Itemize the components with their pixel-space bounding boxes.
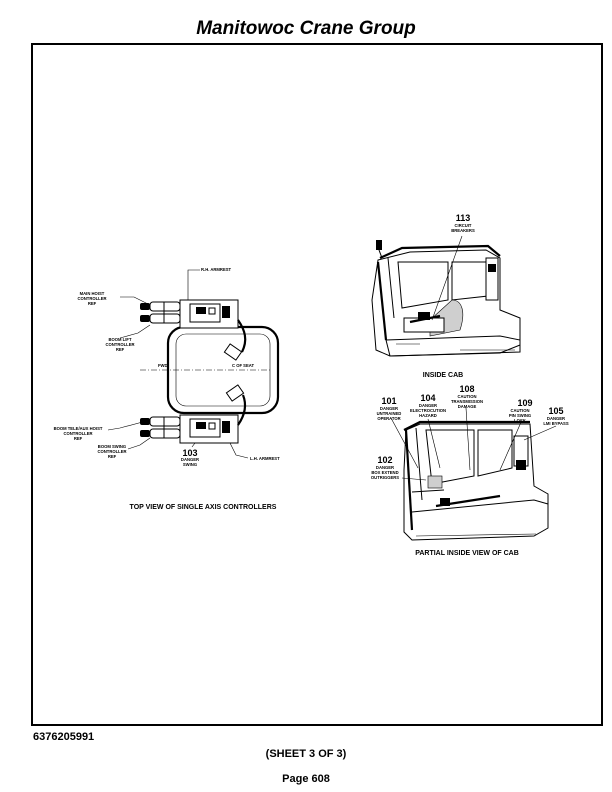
seat-centerline-label: C OF SEAT — [232, 363, 254, 368]
boom-lift-label-3: REF — [116, 347, 125, 352]
controllers-caption: TOP VIEW OF SINGLE AXIS CONTROLLERS — [130, 504, 277, 511]
decal-101-line-3: OPERATOR — [377, 416, 400, 421]
inside-cab-view: 113 CIRCUIT BREAKERS INSIDE CAB — [371, 213, 521, 379]
partial-cab-view: 101 DANGER UNTRAINED OPERATOR 104 DANGER… — [371, 384, 569, 557]
boom-tele-label-1: BOOM TELE/AUX HOIST — [54, 426, 103, 431]
drawing-frame — [31, 43, 603, 726]
decal-101-line-1: DANGER — [380, 406, 398, 411]
decal-109-line-3: LOCK — [514, 418, 526, 423]
boom-swing-label-1: BOOM SWING — [98, 444, 126, 449]
decal-101-line-2: UNTRAINED — [377, 411, 402, 416]
decal-102-number: 102 — [377, 455, 392, 465]
decal-108-line-2: TRANSMISSION — [451, 399, 483, 404]
decal-113-line-1: CIRCUIT — [455, 223, 472, 228]
decal-102-line-1: DANGER — [376, 465, 394, 470]
boom-lift-label-2: CONTROLLER — [105, 342, 134, 347]
decal-103-line-1: DANGER — [181, 457, 199, 462]
decal-108-number: 108 — [459, 384, 474, 394]
lh-armrest-label: L.H. ARMREST — [250, 456, 280, 461]
decal-102-line-2: BOX EXTEND — [371, 470, 398, 475]
decal-109-line-2: PIN SWING — [509, 413, 531, 418]
decal-105-line-2: LMI BYPASS — [543, 421, 568, 426]
decal-103-number: 103 — [182, 448, 197, 458]
decal-108-line-3: DAMAGE — [458, 404, 477, 409]
decal-113-line-2: BREAKERS — [451, 228, 475, 233]
decal-105-number: 105 — [548, 406, 563, 416]
boom-swing-label-2: CONTROLLER — [97, 449, 126, 454]
controllers-top-view: FWD C OF SEAT — [54, 267, 280, 511]
decal-104-line-3: HAZARD — [419, 413, 437, 418]
decal-109-number: 109 — [517, 398, 532, 408]
page-number: Page 608 — [282, 773, 330, 785]
decal-104-number: 104 — [420, 393, 435, 403]
decal-102-line-3: OUTRIGGERS — [371, 475, 399, 480]
main-hoist-label-1: MAIN HOIST — [80, 291, 105, 296]
boom-lift-label-1: BOOM LIFT — [108, 337, 131, 342]
decal-113-number: 113 — [456, 213, 471, 223]
decal-101-number: 101 — [381, 396, 396, 406]
decal-103-line-2: SWING — [183, 462, 197, 467]
sheet-indicator: (SHEET 3 OF 3) — [265, 748, 347, 760]
inside-cab-caption: INSIDE CAB — [423, 372, 463, 379]
boom-tele-label-2: CONTROLLER — [63, 431, 92, 436]
decal-104-line-2: ELECTROCUTION — [410, 408, 446, 413]
boom-swing-label-3: REF — [108, 454, 117, 459]
seat-fwd-label: FWD — [158, 363, 168, 368]
boom-tele-label-3: REF — [74, 436, 83, 441]
rh-armrest-label: R.H. ARMREST — [201, 267, 232, 272]
document-number: 6376205991 — [33, 731, 95, 743]
decal-104-line-1: DANGER — [419, 403, 437, 408]
page-header-title: Manitowoc Crane Group — [196, 18, 416, 39]
decal-109-line-1: CAUTION — [510, 408, 529, 413]
main-hoist-label-3: REF — [88, 301, 97, 306]
partial-cab-caption: PARTIAL INSIDE VIEW OF CAB — [415, 550, 519, 557]
decal-108-line-1: CAUTION — [457, 394, 476, 399]
decal-105-line-1: DANGER — [547, 416, 565, 421]
main-hoist-label-2: CONTROLLER — [77, 296, 106, 301]
